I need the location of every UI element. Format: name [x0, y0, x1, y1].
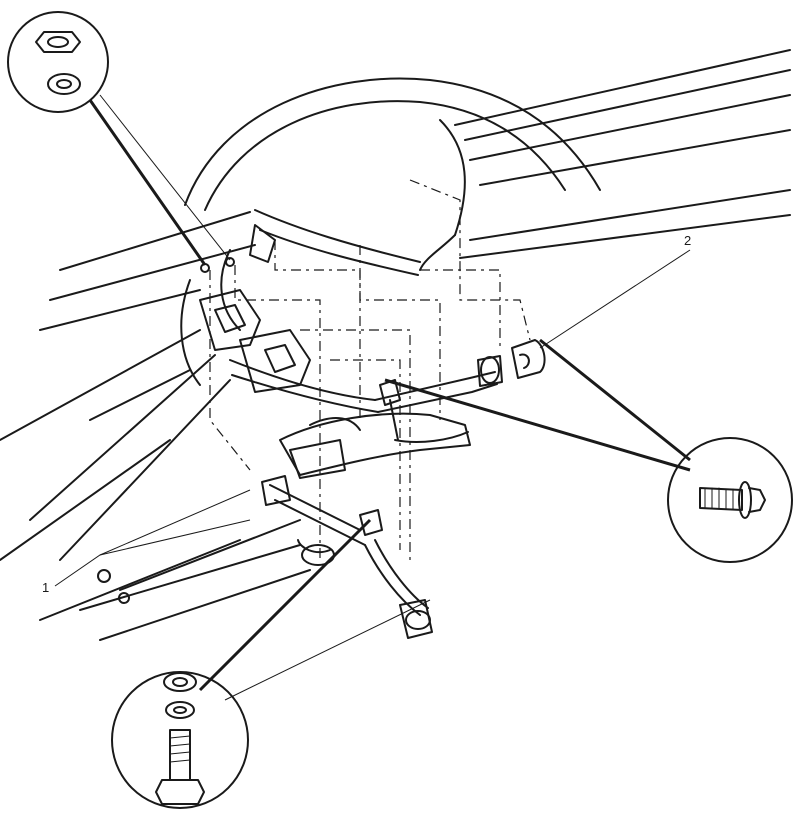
nut-icon — [163, 672, 197, 692]
lock-washer-icon — [47, 73, 81, 95]
detail-leaders — [88, 94, 691, 701]
nut-icon — [35, 31, 81, 53]
callout-1-group: 1 — [42, 489, 251, 595]
detail-flange-bolt — [667, 437, 793, 563]
detail-nut-washer — [7, 11, 109, 113]
frame-rails — [0, 249, 311, 641]
alignment-lines — [209, 179, 531, 560]
callout-2-group: 2 — [539, 233, 691, 349]
fender-body — [39, 49, 791, 331]
flange-bolt-icon — [699, 481, 766, 519]
detail-bolt-washers — [111, 671, 249, 809]
stabilizer-bushing — [477, 339, 546, 387]
callout-1: 1 — [42, 580, 49, 595]
lock-washer-icon — [165, 701, 195, 719]
mount-bracket — [199, 224, 311, 393]
callout-2: 2 — [684, 233, 691, 248]
control-arm-assembly — [97, 379, 471, 639]
stabilizer-bar — [229, 359, 498, 413]
hex-bolt-icon — [155, 729, 205, 805]
